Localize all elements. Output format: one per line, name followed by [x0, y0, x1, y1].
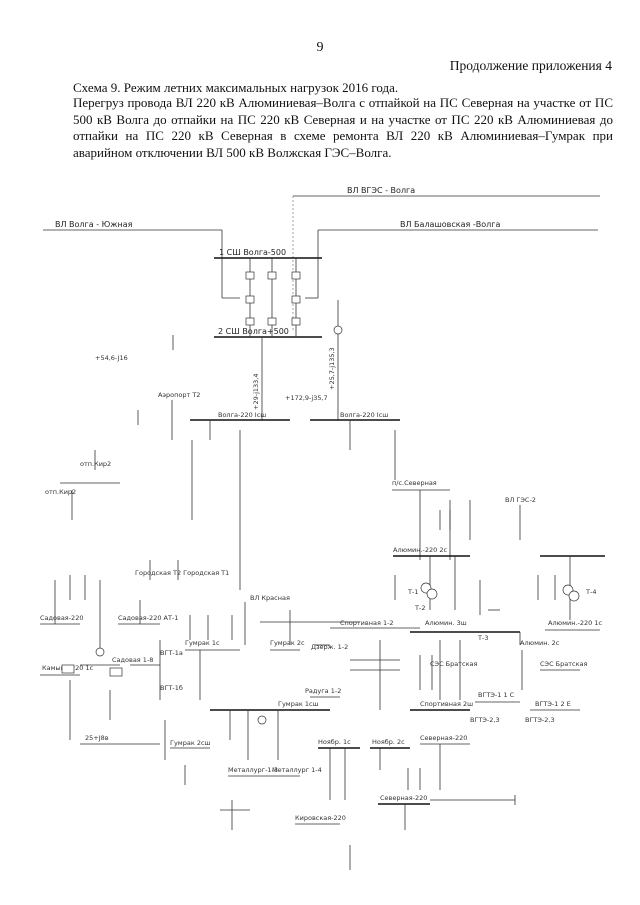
left-branch: отп.Кир2 отп.Кир2	[45, 450, 120, 520]
volga-220: Волга-220 Ісш Волга-220 Ісш Аэропорт Т2	[137, 335, 400, 590]
flow-f2: +25,7-j135,3	[328, 347, 336, 390]
gumrak-4-label: Гумрак 2сш	[170, 739, 211, 747]
otp-kup2-label: отп.Кир2	[80, 460, 111, 468]
gumrak-1-label: Гумрак 1с	[185, 639, 220, 647]
line-yuzhnaya-label: ВЛ Волга - Южная	[55, 220, 133, 229]
metallurg1-label: Металлург-1-3	[228, 766, 278, 774]
flow-f1: +29-j133,4	[252, 374, 260, 410]
severnaya-220-2-label: Северная-220	[380, 794, 427, 802]
severnaya-220-label: Северная-220	[420, 734, 467, 742]
bus-2-label: 2 СШ Волга+500	[218, 327, 289, 336]
gumrak-2-label: Гумрак 2с	[270, 639, 305, 647]
t4-label: Т-4	[585, 588, 596, 596]
vgtets3b-label: ВГТЭ-2,3	[525, 716, 555, 724]
scheme-description: Перегруз провода ВЛ 220 кВ Алюминиевая–В…	[73, 95, 613, 160]
vgtets2-label: ВГТЭ-1 2 Е	[535, 700, 571, 708]
sportivnaya-2-label: Спортивная 2ш	[420, 700, 473, 708]
ss-bratskaya-label: СЭС Братская	[430, 660, 478, 668]
severnaya-label: п/с.Северная	[392, 479, 437, 487]
gorodskaya-label: Городская Т2 Городская Т1	[135, 569, 229, 577]
scheme-title: Схема 9. Режим летних максимальных нагру…	[73, 80, 399, 95]
middle-area: Городская Т2 Городская Т1 ВЛ Красная Сад…	[40, 560, 360, 700]
page-number: 9	[316, 40, 324, 55]
volga220-1-label: Волга-220 Ісш	[218, 411, 266, 419]
dzerzh-label: Дзерж. 1-2	[311, 643, 348, 651]
aluminium-1-label: Алюмин.-220 1с	[548, 619, 602, 627]
bus-500: 1 СШ Волга-500 2 СШ Волга+500 +29-j133,4…	[95, 248, 343, 420]
center-band: Спортивная 1-2 Алюмин. 3ш Алюмин.-220 1с…	[185, 604, 602, 710]
bus-1-label: 1 СШ Волга-500	[219, 248, 286, 257]
vgt14-label: ВГТ-1а	[160, 649, 183, 657]
incoming-lines: ВЛ ВГЭС - Волга ВЛ Волга - Южная ВЛ Бала…	[43, 186, 600, 330]
vgtets3-label: ВГТЭ-2,3	[470, 716, 500, 724]
appendix-note: Продолжение приложения 4	[449, 58, 612, 73]
flow-f3: +172,9-j35,7	[285, 394, 328, 402]
t1-label: Т-1	[407, 588, 418, 596]
flow-25-label: 25+J8в	[85, 734, 109, 742]
t3-label: Т-3	[477, 634, 488, 642]
vl-krasnaya-label: ВЛ Красная	[250, 594, 290, 602]
airport-label: Аэропорт Т2	[158, 391, 200, 399]
aluminium-4-label: Алюмин. 2с	[520, 639, 560, 647]
severnaya-area: п/с.Северная ВЛ ГЭС-2 Алюмин.-220 2с Т-1…	[392, 479, 605, 620]
lower-area: Камыш.-220 1с Садовая 1-8 Гумрак 1сш Рад…	[40, 656, 580, 830]
gumrak-3-label: Гумрак 1сш	[278, 700, 319, 708]
ngdu-label: Ноябр. 1с	[318, 738, 351, 746]
ngdu2-label: Ноябр. 2с	[372, 738, 405, 746]
ss-bratskaya-2-label: СЭС Братская	[540, 660, 588, 668]
aluminium-3-label: Алюмин. 3ш	[425, 619, 467, 627]
kirovskaya-label: Кировская-220	[295, 814, 346, 822]
sadovaya-220-label: Садовая-220	[40, 614, 83, 622]
line-vgs-label: ВЛ ВГЭС - Волга	[347, 186, 415, 195]
volga220-2-label: Волга-220 Ісш	[340, 411, 388, 419]
raduga-label: Радуга 1-2	[305, 687, 341, 695]
flow-left: +54,6-J16	[95, 354, 128, 362]
otp-kup-label: отп.Кир2	[45, 488, 76, 496]
t2-label: Т-2	[414, 604, 425, 612]
rotated-annotations	[69, 510, 556, 870]
sadovaya-220-2-label: Садовая-220 АТ-1	[118, 614, 178, 622]
sportivnaya-label: Спортивная 1-2	[340, 619, 394, 627]
metallurg2-label: Металлург 1-4	[272, 766, 322, 774]
aluminium-220-label: Алюмин.-220 2с	[393, 546, 447, 554]
vgt13-label: ВГТ-1б	[160, 684, 183, 692]
vl-tets2-label: ВЛ ГЭС-2	[505, 496, 536, 504]
line-balashov-label: ВЛ Балашовская -Волга	[400, 220, 500, 229]
sadovaya-1-label: Садовая 1-8	[112, 656, 153, 664]
vgtets1-label: ВГТЭ-1 1 С	[478, 691, 515, 699]
